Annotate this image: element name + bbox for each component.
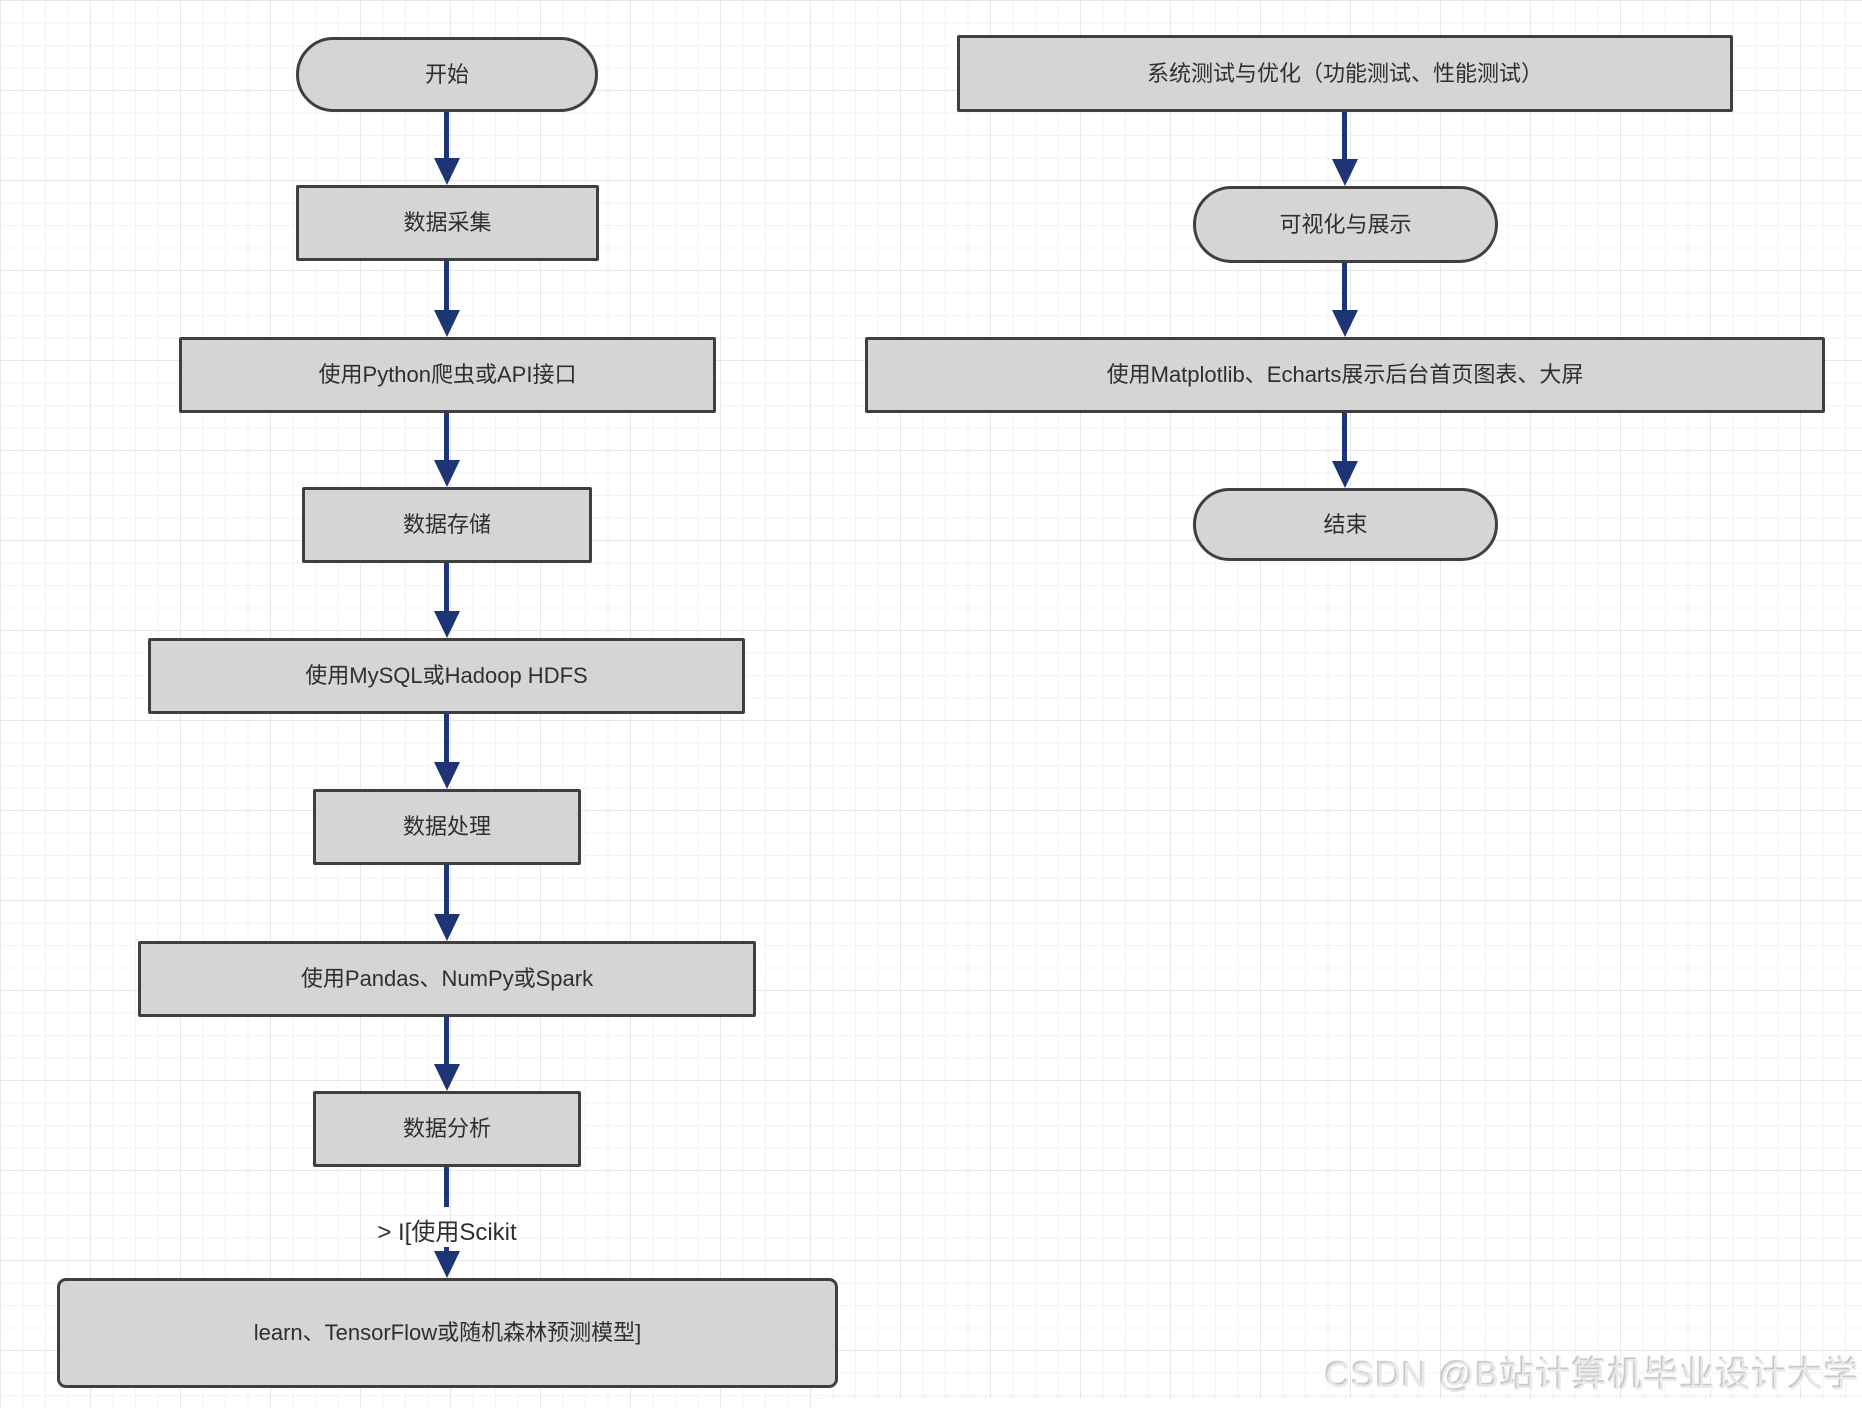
node-label: 使用Pandas、NumPy或Spark bbox=[300, 966, 594, 992]
arrow-testing-to-visualization bbox=[1342, 112, 1347, 159]
node-label: 数据存储 bbox=[402, 512, 491, 538]
node-label: 使用Matplotlib、Echarts展示后台首页图表、大屏 bbox=[1106, 362, 1584, 388]
node-label: 可视化与展示 bbox=[1279, 211, 1412, 237]
arrow-pandas-to-analysis bbox=[444, 1017, 449, 1064]
arrow-storage-to-mysql bbox=[444, 563, 449, 611]
node-label: 使用Python爬虫或API接口 bbox=[318, 362, 577, 388]
node-matplotlib-echarts: 使用Matplotlib、Echarts展示后台首页图表、大屏 bbox=[865, 337, 1825, 413]
node-label: 开始 bbox=[424, 61, 469, 87]
node-data-storage: 数据存储 bbox=[302, 487, 592, 563]
node-label: 系统测试与优化（功能测试、性能测试） bbox=[1146, 60, 1543, 86]
node-start: 开始 bbox=[296, 37, 598, 112]
node-label: 数据处理 bbox=[402, 814, 491, 840]
arrow-processing-to-pandas bbox=[444, 865, 449, 914]
node-data-collection: 数据采集 bbox=[296, 185, 599, 261]
node-label: 使用MySQL或Hadoop HDFS bbox=[305, 663, 588, 689]
node-python-crawler: 使用Python爬虫或API接口 bbox=[179, 337, 716, 413]
node-label: 结束 bbox=[1323, 511, 1368, 537]
node-system-testing: 系统测试与优化（功能测试、性能测试） bbox=[957, 35, 1733, 112]
arrow-mysql-to-processing bbox=[444, 714, 449, 762]
node-mysql-hadoop: 使用MySQL或Hadoop HDFS bbox=[148, 638, 745, 714]
node-label: learn、TensorFlow或随机森林预测模型] bbox=[253, 1320, 642, 1346]
arrow-matplotlib-to-end bbox=[1342, 413, 1347, 461]
watermark-text: CSDN @B站计算机毕业设计大学 bbox=[1325, 1356, 1860, 1395]
node-label: 数据采集 bbox=[403, 210, 492, 236]
arrow-collect-to-python bbox=[444, 261, 449, 310]
node-data-processing: 数据处理 bbox=[313, 789, 581, 865]
arrow-visualization-to-matplotlib bbox=[1342, 263, 1347, 310]
arrow-python-to-storage bbox=[444, 413, 449, 460]
node-end: 结束 bbox=[1193, 488, 1498, 561]
arrow-start-to-collect bbox=[444, 112, 449, 158]
node-pandas-numpy-spark: 使用Pandas、NumPy或Spark bbox=[138, 941, 756, 1017]
node-label: 数据分析 bbox=[402, 1116, 491, 1142]
arrow-analysis-segment bbox=[444, 1167, 449, 1207]
node-visualization: 可视化与展示 bbox=[1193, 186, 1498, 263]
arrow-to-model bbox=[444, 1247, 449, 1251]
bottom-panel-edge bbox=[812, 1398, 1862, 1408]
node-data-analysis: 数据分析 bbox=[313, 1091, 581, 1167]
edge-label-scikit: > I[使用Scikit bbox=[377, 1219, 517, 1246]
node-prediction-model: learn、TensorFlow或随机森林预测模型] bbox=[57, 1278, 838, 1388]
